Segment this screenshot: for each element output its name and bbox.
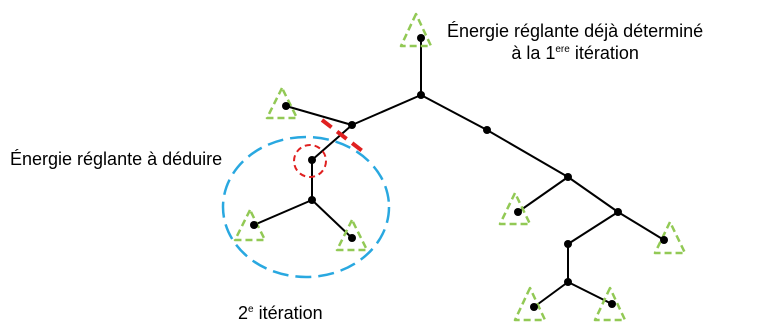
iteration-region-ellipse xyxy=(221,135,391,279)
second-iteration-suffix: itération xyxy=(253,303,323,323)
triangle-icon xyxy=(513,286,547,322)
dot-icon xyxy=(608,300,616,308)
energy-to-deduce-label: Énergie réglante à déduire xyxy=(10,149,223,169)
edge xyxy=(617,211,665,241)
dot-icon xyxy=(417,34,425,42)
edge xyxy=(567,176,619,213)
energy-determined-line2-prefix: à la 1 xyxy=(511,43,556,63)
triangle-icon xyxy=(593,286,627,322)
target-node-circle xyxy=(293,144,327,178)
second-iteration-label: 2e itération xyxy=(238,302,323,324)
dot-icon xyxy=(417,91,425,99)
dot-icon xyxy=(308,156,316,164)
second-iteration-sup: e xyxy=(248,304,254,315)
dot-icon xyxy=(282,102,290,110)
edge xyxy=(285,105,353,126)
energy-determined-line2: à la 1ere itération xyxy=(447,42,703,64)
edges xyxy=(253,37,665,308)
second-iteration-prefix: 2 xyxy=(238,303,249,323)
dot-icon xyxy=(564,173,572,181)
edge xyxy=(486,129,569,178)
dot-icon xyxy=(250,221,258,229)
energy-determined-line1: Énergie réglante déjà déterminé xyxy=(447,21,704,41)
dot-icon xyxy=(483,126,491,134)
edge xyxy=(351,94,422,126)
dot-icon xyxy=(308,196,316,204)
triangle-icon xyxy=(265,86,299,120)
nodes xyxy=(250,34,668,311)
dot-icon xyxy=(660,236,668,244)
edge xyxy=(533,281,569,308)
dot-icon xyxy=(614,208,622,216)
triangle-icon xyxy=(399,12,433,48)
triangle-icon xyxy=(335,218,369,252)
cut-marker xyxy=(320,118,367,155)
edge xyxy=(311,124,353,161)
edge xyxy=(420,94,488,131)
dot-icon xyxy=(564,240,572,248)
dot-icon xyxy=(348,121,356,129)
dot-icon xyxy=(530,303,538,311)
dot-icon xyxy=(564,278,572,286)
dot-icon xyxy=(514,208,522,216)
triangle-icon xyxy=(498,191,532,226)
edge xyxy=(567,211,619,245)
energy-determined-line2-suffix: itération xyxy=(569,43,639,63)
edge xyxy=(253,199,313,226)
energy-determined-line2-sup: ere xyxy=(555,44,570,55)
energy-determined-label: Énergie réglante déjà déterminé à la 1er… xyxy=(447,20,703,64)
dot-icon xyxy=(348,234,356,242)
edge xyxy=(517,176,569,213)
